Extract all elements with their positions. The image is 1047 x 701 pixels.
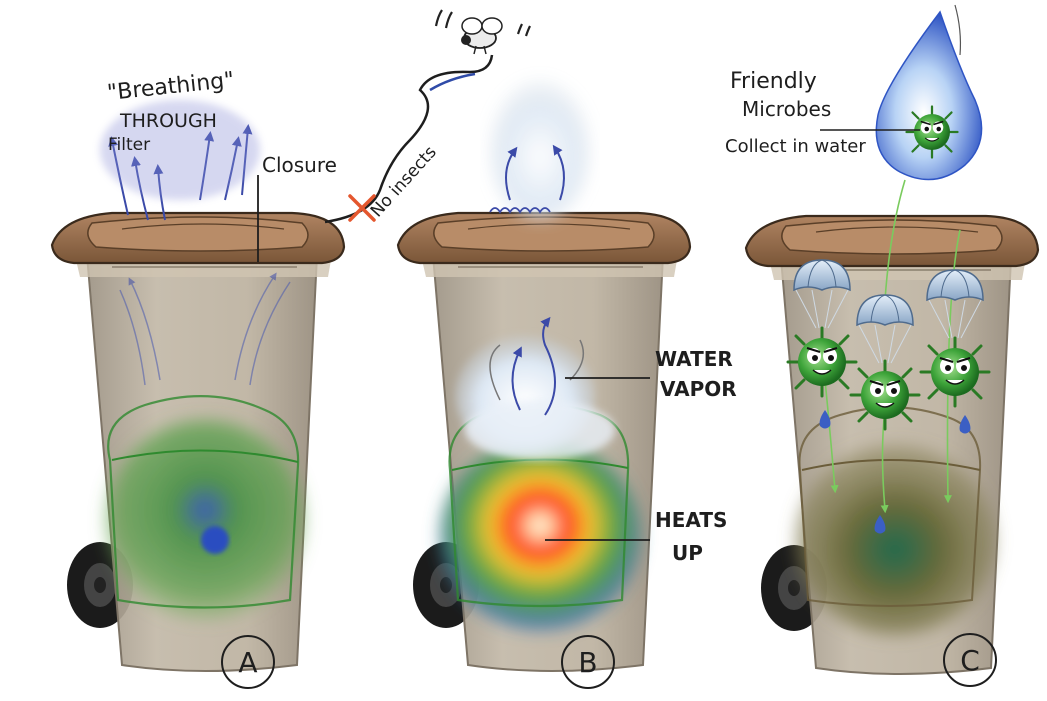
panel-c: Friendly Microbes Collect in water C [725, 4, 1040, 687]
breathing-haze [100, 100, 260, 200]
label-heats: HEATS [655, 508, 727, 532]
blocked-x-icon [348, 194, 376, 222]
inner-airflow-arrows [119, 272, 291, 386]
label-no-insects: No insects [367, 142, 441, 221]
microbe-icon [849, 359, 921, 431]
label-water: WATER [655, 347, 733, 371]
microbe-icon [919, 336, 991, 408]
label-filter: Filter [108, 135, 150, 155]
panel-c-circle [943, 633, 997, 687]
water-drop-icon [875, 4, 983, 181]
fly-icon [434, 9, 531, 55]
panel-b: WATER VAPOR HEATS UP B [396, 80, 737, 689]
microbe-in-drop [905, 105, 959, 159]
panel-a-label: A [238, 646, 257, 679]
microbe-icon [786, 326, 858, 398]
panel-b-circle [561, 635, 615, 689]
waste-mass-a [105, 395, 305, 620]
label-breathing: "Breathing" [106, 68, 235, 106]
label-friendly: Friendly [730, 69, 817, 94]
label-microbes: Microbes [742, 97, 831, 121]
insect-blocking-path [324, 54, 494, 224]
label-collect: Collect in water [725, 136, 866, 157]
label-up: UP [672, 541, 703, 565]
vapor-above-lid [489, 80, 590, 220]
label-closure: Closure [262, 153, 337, 177]
panel-a-circle [221, 635, 275, 689]
panel-c-label: C [960, 644, 980, 677]
panel-b-label: B [578, 646, 597, 679]
label-through: THROUGH [119, 110, 217, 132]
label-vapor: VAPOR [660, 377, 737, 401]
water-vapor-cloud [455, 316, 615, 460]
